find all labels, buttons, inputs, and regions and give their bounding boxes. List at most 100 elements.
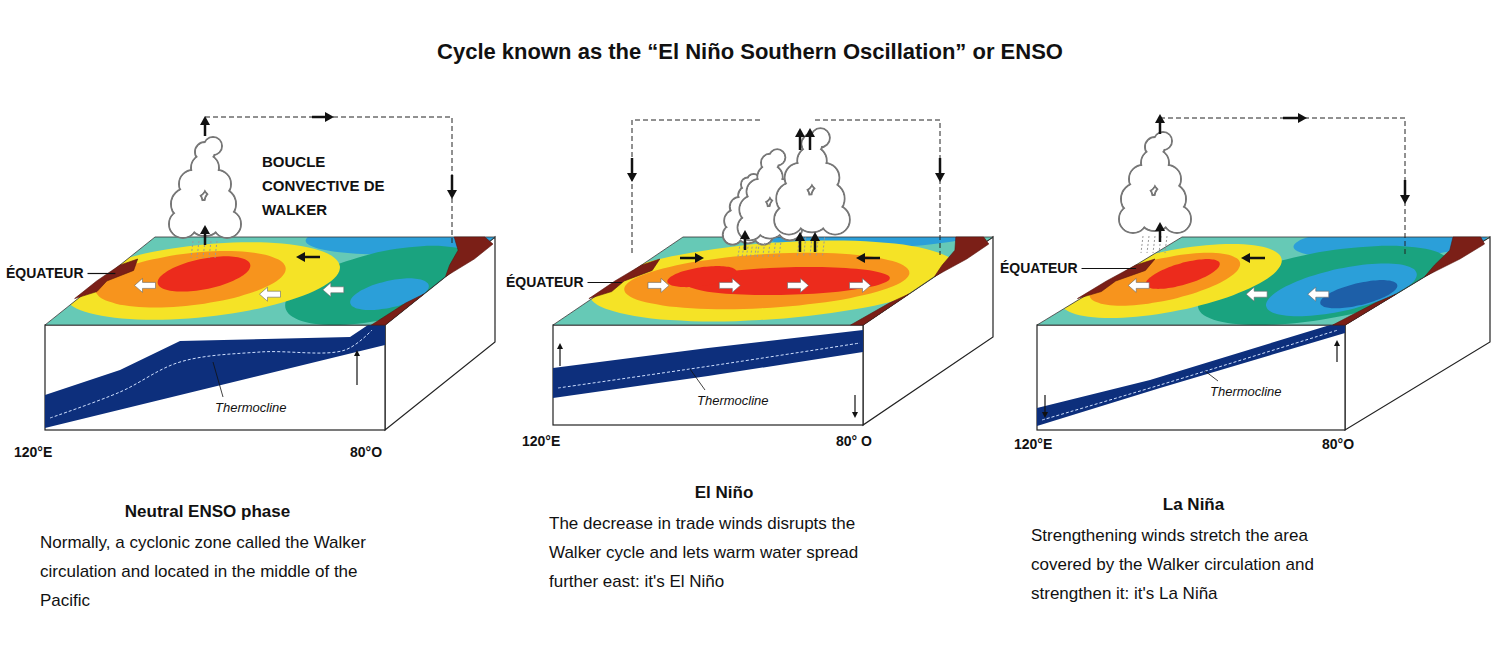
longitude-label: 120°E [1014, 436, 1052, 453]
caption-heading: La Niña [1031, 493, 1356, 517]
label-holder: 80°O [350, 444, 382, 461]
longitude-label: 120°E [14, 444, 52, 461]
cloud-puff [775, 206, 802, 233]
thermocline-leader [213, 362, 223, 397]
title-holder: Cycle known as the “El Niño Southern Osc… [0, 38, 1500, 66]
surface-base [1037, 237, 1490, 325]
rain-streak [738, 247, 740, 259]
temperature-zone [64, 242, 340, 319]
flow-arrow-head [795, 232, 805, 241]
ocean-front-face [45, 325, 385, 430]
rain-streak [209, 241, 211, 258]
rain-streak [1165, 236, 1167, 253]
flow-arrow-head [200, 116, 210, 125]
equator-leader [88, 273, 116, 274]
rain-streak [779, 243, 781, 258]
flow-arrow-head [627, 173, 637, 182]
equator-label: ÉQUATEUR [1000, 260, 1078, 277]
flow-arrow-head [200, 225, 210, 234]
cloud-puff [770, 150, 784, 164]
trade-wind-arrow [260, 287, 281, 301]
label-holder: 80° O [836, 433, 872, 450]
caption-heading: El Niño [549, 481, 899, 505]
flow-arrow-shaft [809, 137, 812, 150]
flow-arrow-shaft [744, 239, 747, 250]
flow-arrow-shaft [312, 116, 325, 119]
flow-arrow-head [296, 252, 305, 262]
longitude-label: 80° O [836, 433, 872, 450]
temperature-zone [624, 253, 909, 309]
rain-streak [215, 241, 217, 258]
flow-arrow-shaft [559, 349, 560, 366]
flow-arrow-head [325, 112, 334, 122]
rain-streak [750, 247, 752, 259]
temperature-zone [1266, 263, 1417, 316]
thermocline-label: Thermocline [1210, 384, 1282, 400]
temperature-zone [1060, 244, 1281, 318]
ocean-front-face [553, 325, 863, 425]
rain-streak [1147, 236, 1149, 253]
rain-streak [773, 243, 775, 258]
trade-wind-arrow [788, 278, 809, 292]
flow-arrow-head [354, 350, 360, 356]
flow-arrow-shaft [451, 175, 454, 190]
caption-block: El NiñoThe decrease in trade winds disru… [549, 481, 899, 596]
trade-wind-arrow [135, 278, 156, 292]
walker-loop [205, 117, 452, 245]
ocean-front-face [1037, 325, 1345, 430]
trade-wind-arrow [1128, 278, 1149, 292]
cloud-puff [739, 216, 762, 239]
temperature-zone [158, 256, 251, 291]
flow-arrow-head [1042, 412, 1048, 418]
rain-streak [746, 247, 748, 259]
cold-water-layer [1037, 325, 1345, 426]
label-holder: ÉQUATEUR [1000, 260, 1078, 277]
flow-arrow-shaft [305, 256, 320, 259]
trade-wind-arrow [323, 283, 344, 297]
trade-wind-arrow [850, 278, 871, 292]
cloud-puff [205, 138, 221, 154]
flow-arrow-shaft [814, 241, 817, 252]
land-mass [935, 237, 989, 277]
thermocline-label: Thermocline [215, 400, 287, 416]
label-holder: 80°O [1322, 436, 1354, 453]
thermocline-label: Thermocline [697, 393, 769, 409]
land-mass [371, 294, 423, 325]
flow-arrow-shaft [680, 257, 695, 260]
cloud-puff [812, 129, 829, 146]
rain-streak [1141, 236, 1143, 253]
enso-panel [553, 120, 993, 425]
cloud-puff [821, 206, 848, 233]
rain-streak [754, 247, 756, 259]
label-holder: Thermocline [697, 393, 769, 409]
label-holder: ÉQUATEUR [6, 265, 84, 282]
rain-streak [768, 243, 770, 258]
surface-outline [553, 237, 993, 325]
land-mass [589, 259, 660, 299]
flow-arrow-head [795, 128, 805, 137]
longitude-label: 120°E [522, 433, 560, 450]
temperature-zone [1320, 280, 1397, 308]
flow-arrow-shaft [865, 257, 880, 260]
flow-arrow-head [740, 230, 750, 239]
thermocline-line [50, 330, 372, 418]
flow-arrow-head [852, 412, 858, 418]
trade-wind-arrow [648, 278, 669, 292]
surface-base [45, 237, 495, 325]
thermocline-leader [1205, 371, 1218, 381]
flow-arrow-shaft [1250, 257, 1265, 260]
land-mass [851, 294, 909, 325]
equator-label: ÉQUATEUR [6, 265, 84, 282]
trade-wind-arrow [719, 278, 740, 292]
trade-wind-arrow [1246, 287, 1267, 301]
enso-panel [1037, 113, 1490, 430]
rain-streak [742, 247, 744, 259]
rain-streak [191, 241, 193, 258]
flow-arrow-shaft [799, 241, 802, 252]
longitude-label: 80°O [350, 444, 382, 461]
page-title: Cycle known as the “El Niño Southern Osc… [0, 38, 1500, 66]
flow-arrow-head [1298, 113, 1307, 123]
flow-arrow-head [1334, 340, 1340, 346]
temperature-zone [1146, 259, 1220, 289]
rain-streak [757, 243, 759, 258]
